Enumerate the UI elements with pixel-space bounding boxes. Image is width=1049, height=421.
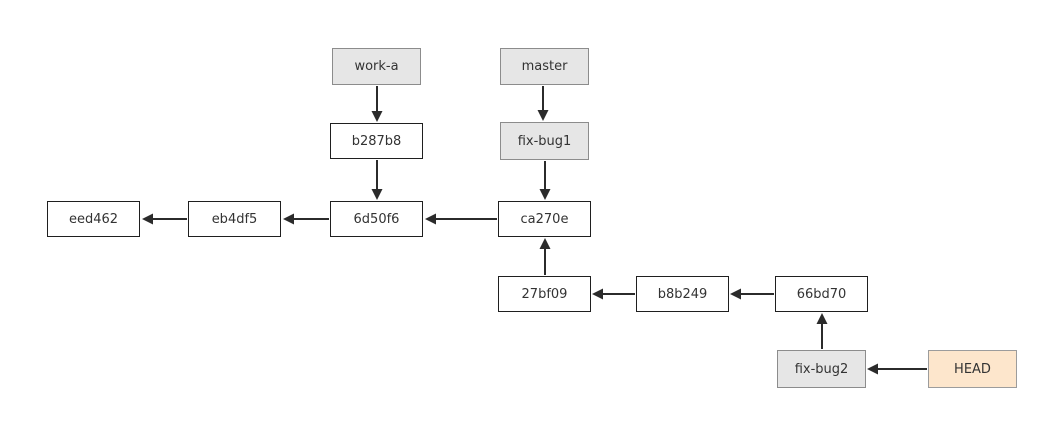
edge-ca270e-to-6d50f6	[425, 213, 497, 225]
commit-ca270e: ca270e	[498, 201, 591, 237]
commit-27bf09: 27bf09	[498, 276, 591, 312]
edge-fix-bug1-to-ca270e	[539, 161, 551, 200]
commit-6d50f6: 6d50f6	[330, 201, 423, 237]
commit-b287b8: b287b8	[330, 123, 423, 159]
commit-eed462: eed462	[47, 201, 140, 237]
head-pointer: HEAD	[928, 350, 1017, 388]
edge-b287b8-to-6d50f6	[371, 160, 383, 200]
commit-eb4df5: eb4df5	[188, 201, 281, 237]
edge-27bf09-to-ca270e	[539, 238, 551, 275]
edge-fix-bug2-to-66bd70	[816, 313, 828, 349]
edge-6d50f6-to-eb4df5	[283, 213, 329, 225]
edge-work-a-to-b287b8	[371, 86, 383, 122]
branch-fix-bug1: fix-bug1	[500, 122, 589, 160]
commit-66bd70: 66bd70	[775, 276, 868, 312]
edge-eb4df5-to-eed462	[142, 213, 187, 225]
branch-fix-bug2: fix-bug2	[777, 350, 866, 388]
edge-b8b249-to-27bf09	[592, 288, 635, 300]
commit-b8b249: b8b249	[636, 276, 729, 312]
edge-head-to-fix-bug2	[867, 363, 927, 375]
branch-master: master	[500, 48, 589, 85]
branch-work-a: work-a	[332, 48, 421, 85]
edge-master-to-fix-bug1	[537, 86, 549, 121]
edge-66bd70-to-b8b249	[730, 288, 774, 300]
